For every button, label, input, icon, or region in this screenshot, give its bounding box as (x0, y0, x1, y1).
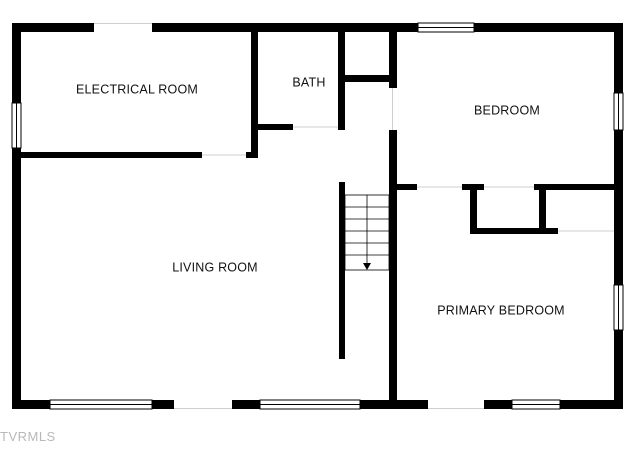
wall-electrical-bottom (12, 152, 202, 158)
wall-top-right (474, 23, 622, 32)
watermark: TVRMLS (0, 429, 56, 444)
wall-top-middle (152, 23, 418, 32)
wall-top-left (12, 23, 94, 32)
wall-bedroom-bottom-3 (534, 184, 623, 190)
walls (12, 23, 623, 409)
wall-central-upper (389, 23, 397, 88)
wall-bottom-3 (232, 400, 260, 409)
wall-closet-left (470, 184, 477, 234)
stair-rail (339, 182, 345, 359)
wall-central-lower (389, 130, 397, 409)
living-room-label: LIVING ROOM (172, 260, 258, 274)
wall-bedroom-bottom-1 (389, 184, 417, 190)
wall-bottom-1 (12, 400, 50, 409)
wall-right-middle (614, 130, 623, 285)
wall-closet-bottom (338, 75, 395, 82)
wall-left-lower (12, 148, 21, 409)
wall-closet-bottom-left (470, 228, 558, 234)
bedroom-label: BEDROOM (474, 103, 540, 117)
wall-bottom-2 (152, 400, 174, 409)
wall-bottom-5 (484, 400, 512, 409)
electrical-room-label: ELECTRICAL ROOM (76, 82, 198, 96)
primary-bedroom-label: PRIMARY BEDROOM (437, 303, 565, 317)
wall-closet-middle (539, 184, 546, 234)
bath-label: BATH (292, 75, 325, 89)
wall-bottom-6 (560, 400, 623, 409)
wall-electrical-right (251, 23, 258, 158)
stair-arrow-icon (363, 263, 371, 270)
wall-right-upper (614, 23, 623, 93)
door-openings (94, 23, 614, 409)
wall-bath-bottom (251, 124, 293, 130)
wall-right-lower (614, 330, 623, 409)
stairs (344, 194, 390, 271)
wall-left-upper (12, 23, 21, 103)
windows (11, 22, 624, 410)
